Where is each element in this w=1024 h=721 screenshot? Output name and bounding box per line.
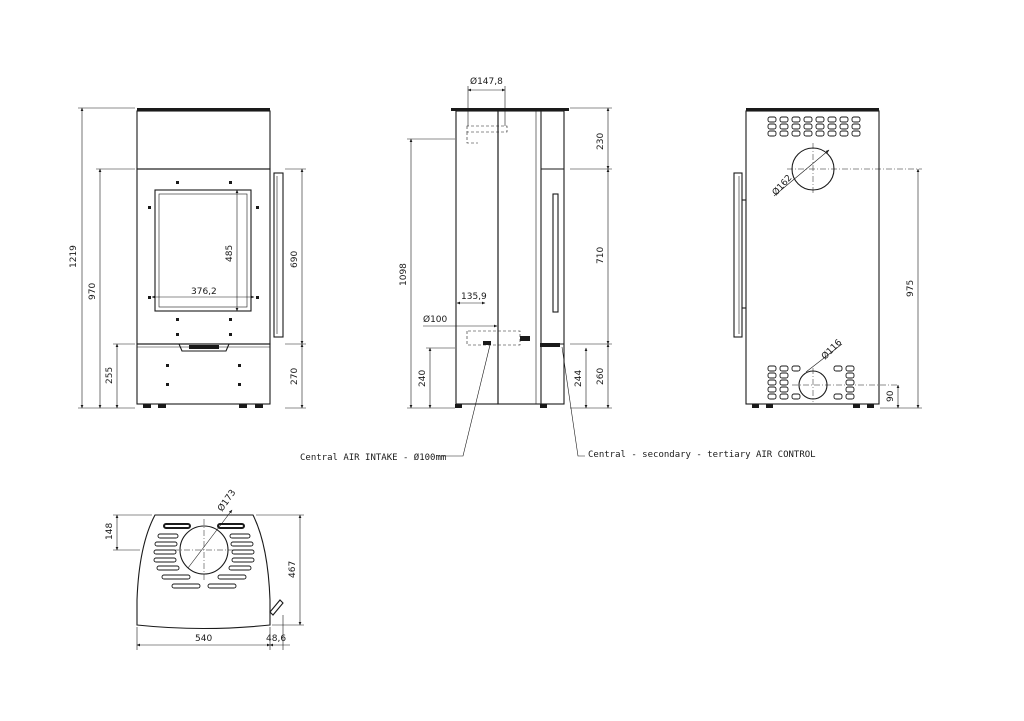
front-glass [154,189,252,312]
dim-flue-diameter: Ø147,8 [470,76,503,87]
dim-control-base: 260 [596,368,606,385]
rear-top-vents [767,116,861,137]
dim-top-offset: 230 [596,133,606,150]
dim-glass-height: 485 [225,245,235,262]
side-body-rear [497,110,565,405]
side-view: Ø147,8 1098 240 135,9 Ø100 230 710 260 2… [300,76,816,463]
front-door [136,168,271,345]
dim-intake-height: 240 [418,370,428,387]
front-ash-lever [178,343,230,352]
note-air-control: Central - secondary - tertiary AIR CONTR… [588,450,816,460]
dim-lower-height: 90 [886,390,896,402]
dim-outlet-diameter: Ø162 [770,173,794,198]
front-glass-inner [158,193,248,308]
dim-handle-base: 270 [290,368,300,385]
dim-intake-offset: 135,9 [461,292,487,302]
front-door-handle [273,172,284,338]
dim-outlet-height: 975 [906,280,916,297]
front-base [136,343,271,405]
dim-lower-diameter: Ø116 [819,337,844,362]
front-top-section [136,110,271,170]
top-view: Ø173 148 467 540 48,6 [105,488,304,650]
dim-door-height: 690 [290,251,300,268]
dim-body-height: 970 [88,283,98,300]
dim-intake-diameter: Ø100 [423,314,448,325]
dim-glass-width: 376,2 [191,287,217,297]
note-air-intake: Central AIR INTAKE - Ø100mm [300,452,446,463]
dim-width: 540 [195,634,212,644]
dim-base-height: 255 [105,367,115,384]
dim-front-depth: 148 [105,523,115,540]
front-fixing-dots [148,181,259,386]
rear-body [745,110,880,405]
dim-total-height: 1219 [69,245,79,268]
top-door-handle [269,599,284,616]
dim-collar-diameter: Ø173 [215,488,238,514]
dim-side-door-height: 710 [596,247,606,264]
side-air-intake [466,330,521,346]
rear-side-handle [733,172,743,338]
side-door-handle [552,193,559,313]
dim-handle-offset: 48,6 [266,634,286,644]
dim-total-depth: 467 [288,561,298,578]
dim-side-height: 1098 [399,263,409,286]
rear-view: Ø162 Ø116 975 90 [733,108,922,409]
top-outline [136,514,271,630]
front-top-plate [137,108,270,111]
front-view: 376,2 485 1219 970 255 690 270 [69,107,306,409]
dim-control-height: 244 [574,370,584,387]
side-body-front [455,110,499,405]
top-vent-slots [153,523,255,589]
